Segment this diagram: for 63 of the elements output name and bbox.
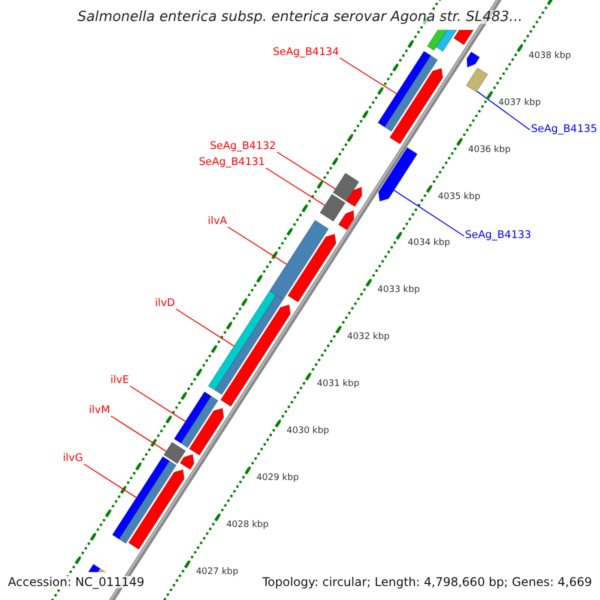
scale-label: 4032 kbp [347, 333, 390, 342]
scale-label: 4028 kbp [226, 521, 269, 530]
leader-line [476, 90, 530, 130]
gene-bar [163, 442, 186, 464]
map-title: Salmonella enterica subsp. enterica serovar Agona str. SL483... [77, 10, 523, 24]
gene-bar [112, 456, 170, 540]
leader-line [176, 308, 234, 347]
leader-line [110, 416, 167, 452]
gene-bar [389, 68, 444, 144]
gene-label: SeAg_B4135 [531, 124, 598, 134]
gene-bar [208, 290, 277, 391]
gene-bar [88, 564, 101, 572]
gene-label: SeAg_B4133 [465, 230, 532, 240]
gene-bar [320, 194, 346, 222]
scale-label: 4035 kbp [438, 192, 480, 202]
gene-label: ilvD [154, 298, 175, 308]
gene-bar [332, 172, 360, 202]
gene-bar [180, 396, 218, 448]
gene-bar [128, 469, 185, 550]
gene-label: SeAg_B4132 [210, 141, 276, 152]
gene-bar [378, 147, 418, 202]
gene-bar [466, 51, 480, 68]
scale-label: 4031 kbp [316, 380, 360, 390]
gene-bar [220, 304, 291, 407]
leader-line [228, 226, 288, 265]
gene-bar [180, 454, 194, 470]
gene-label: SeAg_B4134 [272, 47, 339, 58]
gene-bar [346, 186, 362, 208]
footer-text: Topology: circular; Length: 4,798,660 bp; Genes: 4,669 [262, 576, 592, 588]
scale-label: 4036 kbp [468, 146, 511, 155]
gene-bar [338, 210, 354, 230]
scale-label: 4029 kbp [256, 474, 299, 484]
scale-label: 4034 kbp [408, 239, 450, 248]
gene-bar [188, 408, 224, 456]
gene-bar [118, 460, 177, 544]
leader-line [276, 152, 336, 190]
gene-bar [214, 294, 284, 396]
gene-bar [384, 55, 438, 132]
gene-label: SeAg_B4131 [198, 157, 265, 168]
leader-line [340, 58, 398, 94]
leader-line [393, 190, 464, 236]
gene-bar [174, 391, 212, 444]
gene-bar [378, 50, 432, 128]
footer-text: Accession: NC_011149 [8, 576, 144, 588]
scale-label: 4027 kbp [196, 568, 238, 577]
leader-line [84, 464, 137, 498]
leader-line [266, 168, 326, 206]
gene-bar [466, 67, 488, 92]
scale-label: 4038 kbp [528, 52, 572, 61]
gene-label: ilvA [208, 216, 227, 226]
gene-label: ilvE [110, 375, 129, 386]
scale-label: 4033 kbp [377, 286, 420, 296]
gene-bar [97, 568, 107, 572]
scale-label: 4030 kbp [286, 427, 330, 436]
gene-bar [426, 30, 448, 51]
gene-bar [453, 30, 474, 46]
gene-bar [436, 30, 458, 52]
gene-label: ilvM [88, 405, 110, 416]
leader-line [130, 386, 186, 422]
gene-bar [287, 234, 336, 303]
scale-label: 4037 kbp [498, 98, 541, 108]
gene-label: ilvG [62, 453, 83, 464]
gene-bar [269, 220, 329, 300]
